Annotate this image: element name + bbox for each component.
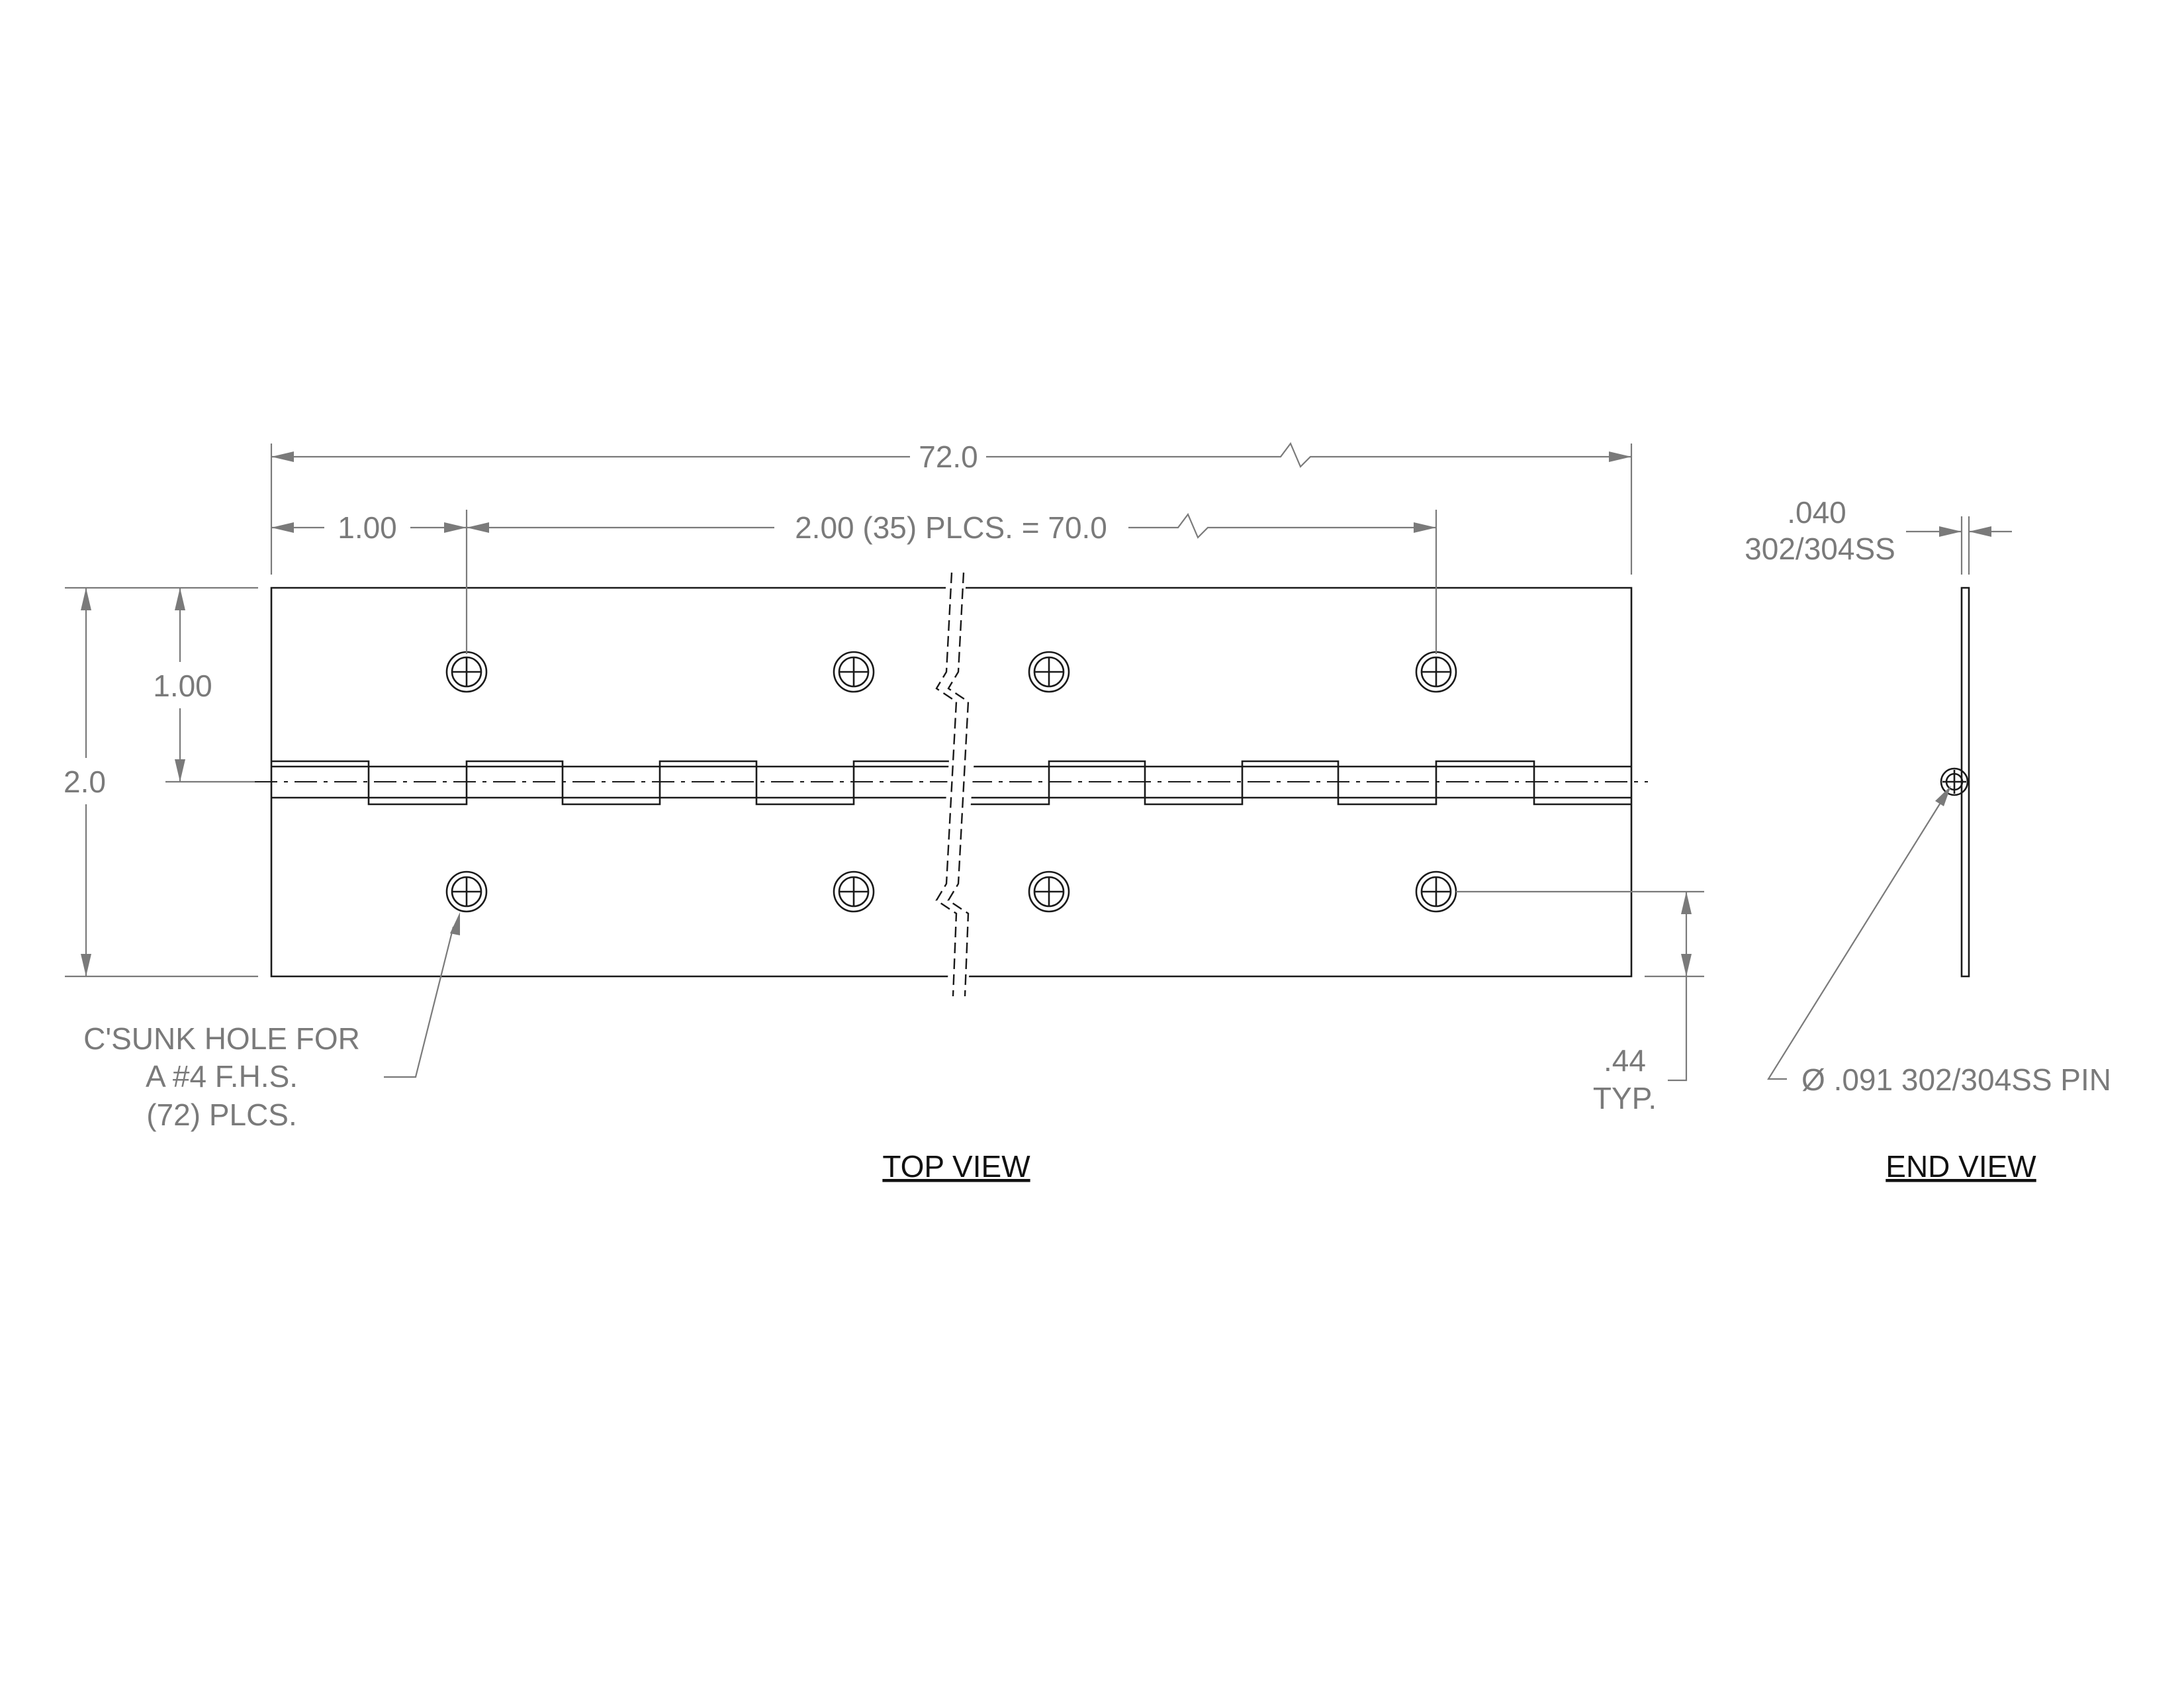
hole-spacing-label: 2.00 (35) PLCS. = 70.0 (795, 510, 1107, 545)
hole-lower-1 (445, 870, 488, 913)
top-view (255, 572, 1648, 997)
diameter-symbol: Ø (1801, 1062, 1825, 1097)
end-view-title: END VIEW (1886, 1149, 2036, 1184)
hole-lower-2 (833, 870, 875, 913)
overall-width-label: 2.0 (64, 765, 106, 799)
pin-callout: Ø .091 302/304SS PIN (1767, 786, 2111, 1097)
hole-edge-offset-value: .44 (1604, 1043, 1646, 1078)
thickness-value: .040 (1787, 495, 1846, 530)
leaf-half-width-label: 1.00 (153, 669, 212, 703)
dimension-overall-length: 72.0 (270, 440, 1633, 575)
hole-upper-1 (445, 651, 488, 693)
top-view-title: TOP VIEW (882, 1149, 1030, 1184)
dimension-end-offset: 1.00 (271, 510, 468, 654)
dimension-hole-spacing: 2.00 (35) PLCS. = 70.0 (467, 510, 1437, 654)
break-line-left (935, 572, 958, 997)
hole-note-line-1: C'SUNK HOLE FOR (83, 1021, 360, 1056)
break-line-right (947, 572, 970, 997)
dimension-hole-edge-offset: .44 TYP. (1456, 890, 1704, 1115)
dimension-thickness: .040 302/304SS (1745, 495, 2012, 575)
end-view (1940, 586, 1970, 978)
end-view-knuckle (1940, 767, 1969, 796)
pin-note: Ø .091 302/304SS PIN (1801, 1062, 2111, 1097)
knuckle-profile-right (966, 760, 1631, 806)
end-offset-label: 1.00 (338, 510, 397, 545)
end-view-leaf (1960, 586, 1970, 978)
hole-edge-offset-typ: TYP. (1593, 1081, 1657, 1115)
thickness-material: 302/304SS (1745, 532, 1895, 566)
hole-lower-3 (1028, 870, 1070, 913)
dimension-leaf-half-width: 1.00 (153, 588, 255, 783)
hole-callout: C'SUNK HOLE FOR A #4 F.H.S. (72) PLCS. (83, 912, 460, 1132)
hole-lower-4 (1415, 870, 1457, 913)
overall-length-label: 72.0 (919, 440, 978, 474)
hole-upper-3 (1028, 651, 1070, 693)
hole-note-line-3: (72) PLCS. (146, 1098, 297, 1132)
hole-upper-4 (1415, 651, 1457, 693)
pin-note-text: .091 302/304SS PIN (1834, 1062, 2111, 1097)
knuckle-profile (271, 760, 953, 806)
hole-note-line-2: A #4 F.H.S. (146, 1059, 298, 1094)
dimension-overall-width: 2.0 (64, 586, 258, 978)
hole-upper-2 (833, 651, 875, 693)
